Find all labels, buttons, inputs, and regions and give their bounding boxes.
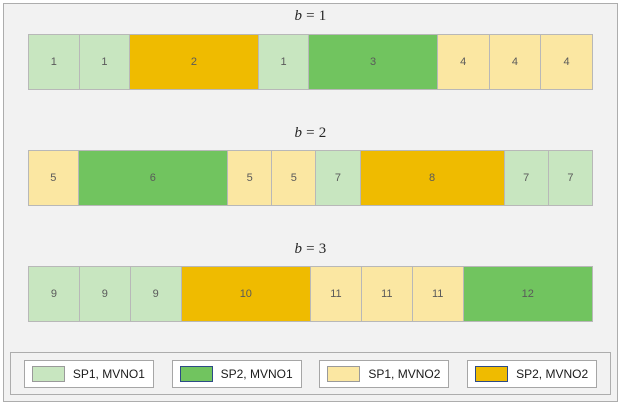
bar-segment-label: 11 — [330, 288, 342, 300]
legend-swatch-icon — [327, 365, 361, 382]
bar-segment: 5 — [28, 150, 79, 206]
stacked-bar-b-3: 9 9 9 10 11 11 11 12 — [28, 266, 600, 322]
panel-title-equals: = — [306, 125, 315, 141]
panel-b-1: b = 1 1 1 2 1 3 4 4 4 — [4, 6, 617, 118]
bar-segment: 4 — [488, 34, 542, 90]
bar-segment-label: 7 — [523, 172, 530, 184]
panel-b-2: b = 2 5 6 5 5 7 8 7 7 — [4, 123, 617, 233]
panel-title-value: 1 — [318, 8, 327, 24]
bar-segment-label: 1 — [50, 56, 57, 68]
bar-segment-label: 8 — [429, 172, 436, 184]
bar-segment: 9 — [129, 266, 182, 322]
bar-segment-label: 5 — [246, 172, 253, 184]
legend-swatch-icon — [31, 365, 65, 382]
bar-segment-label: 7 — [567, 172, 574, 184]
bar-segment: 11 — [411, 266, 464, 322]
legend-item[interactable]: SP1, MVNO2 — [319, 359, 450, 388]
bar-segment-label: 11 — [431, 288, 444, 300]
bar-segment: 8 — [359, 150, 505, 206]
bar-segment: 6 — [77, 150, 229, 206]
panel-title-b-2: b = 2 — [4, 123, 617, 143]
panel-b-3: b = 3 9 9 9 10 11 11 11 12 — [4, 239, 617, 349]
bar-segment-label: 9 — [101, 288, 108, 300]
legend-swatch-icon — [179, 365, 213, 382]
bar-segment: 7 — [503, 150, 549, 206]
chart-legend: SP1, MVNO1 SP2, MVNO1 SP1, MVNO2 SP2, MVNO2 — [10, 352, 611, 395]
panel-title-variable: b — [294, 241, 303, 257]
bar-segment: 11 — [360, 266, 413, 322]
bar-segment: 7 — [547, 150, 593, 206]
bar-segment-label: 3 — [370, 56, 377, 68]
bar-segment-label: 4 — [511, 56, 518, 68]
bar-segment: 4 — [436, 34, 490, 90]
bar-segment-label: 12 — [521, 288, 534, 300]
stacked-bar-b-1: 1 1 2 1 3 4 4 4 — [28, 34, 600, 90]
bar-segment: 11 — [309, 266, 362, 322]
bar-segment: 5 — [271, 150, 317, 206]
panel-title-variable: b — [294, 125, 303, 141]
bar-segment: 1 — [78, 34, 131, 90]
bar-segment: 9 — [28, 266, 80, 322]
bar-segment: 1 — [257, 34, 310, 90]
bar-segment-label: 9 — [50, 288, 57, 300]
panel-title-equals: = — [306, 8, 315, 24]
bar-segment-label: 5 — [290, 172, 297, 184]
legend-label: SP1, MVNO2 — [368, 366, 441, 381]
bar-segment-label: 10 — [239, 288, 252, 300]
panel-title-b-1: b = 1 — [4, 6, 617, 26]
bar-segment: 2 — [129, 34, 259, 90]
legend-label: SP2, MVNO2 — [516, 366, 589, 381]
bar-segment-label: 6 — [149, 172, 156, 184]
legend-item[interactable]: SP2, MVNO2 — [467, 359, 598, 388]
panel-title-value: 2 — [318, 125, 327, 141]
bar-segment-label: 7 — [334, 172, 341, 184]
panel-title-equals: = — [306, 241, 315, 257]
legend-item[interactable]: SP1, MVNO1 — [23, 359, 154, 388]
bar-segment-label: 1 — [101, 56, 108, 68]
bar-segment: 7 — [315, 150, 361, 206]
legend-label: SP2, MVNO1 — [220, 366, 293, 381]
legend-swatch-icon — [475, 365, 509, 382]
stacked-bar-b-2: 5 6 5 5 7 8 7 7 — [28, 150, 600, 206]
bar-segment: 1 — [28, 34, 80, 90]
bar-segment: 9 — [78, 266, 131, 322]
bar-segment-label: 4 — [563, 56, 570, 68]
bar-segment: 3 — [308, 34, 438, 90]
panel-title-variable: b — [294, 8, 303, 24]
bar-segment-label: 4 — [460, 56, 467, 68]
bar-segment-label: 11 — [381, 288, 393, 300]
legend-item[interactable]: SP2, MVNO1 — [171, 359, 302, 388]
bar-segment: 4 — [540, 34, 593, 90]
bar-segment: 10 — [180, 266, 311, 322]
bar-segment-label: 1 — [280, 56, 287, 68]
panel-title-value: 3 — [318, 241, 327, 257]
bar-segment-label: 9 — [152, 288, 159, 300]
bar-segment: 5 — [227, 150, 273, 206]
bar-segment-label: 5 — [50, 172, 57, 184]
legend-label: SP1, MVNO1 — [72, 366, 145, 381]
bar-segment: 12 — [462, 266, 593, 322]
panel-title-b-3: b = 3 — [4, 239, 617, 259]
bar-segment-label: 2 — [190, 56, 198, 68]
